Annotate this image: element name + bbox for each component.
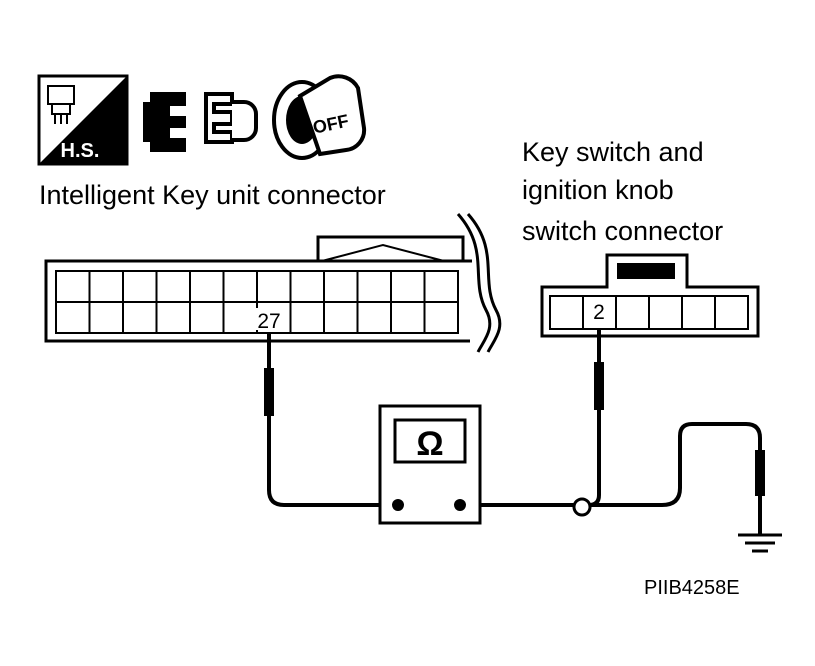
ignition-key-off-icon: OFF (272, 74, 367, 160)
meter-terminal-right (454, 499, 466, 511)
meter-terminal-left (392, 499, 404, 511)
terminal-27-mask (254, 308, 284, 330)
ground-icon (738, 533, 782, 553)
left-connector-label: Intelligent Key unit connector (39, 180, 386, 210)
terminal-2-mask (588, 299, 610, 321)
right-connector-label-line1: Key switch and (522, 137, 704, 167)
key-switch-connector (540, 253, 760, 338)
ohmmeter: Ω (378, 404, 482, 525)
terminal-27-label: 27 (257, 310, 280, 333)
wire-junction (572, 497, 592, 517)
male-connector-icon (204, 92, 258, 144)
probe-wire-right (588, 330, 604, 507)
intelligent-key-unit-connector (44, 213, 502, 353)
right-connector-label-line2: ignition knob (522, 175, 674, 205)
female-connector-icon (143, 92, 186, 152)
ground-wire (460, 422, 765, 535)
probe-wire-left (264, 334, 398, 507)
figure-id: PIIB4258E (644, 577, 740, 599)
right-connector-label-line3: switch connector (522, 216, 723, 246)
ohm-symbol: Ω (416, 425, 443, 463)
hs-label: H.S. (61, 140, 100, 162)
terminal-2-label: 2 (593, 301, 605, 324)
harness-side-icon: H.S. (37, 74, 129, 166)
